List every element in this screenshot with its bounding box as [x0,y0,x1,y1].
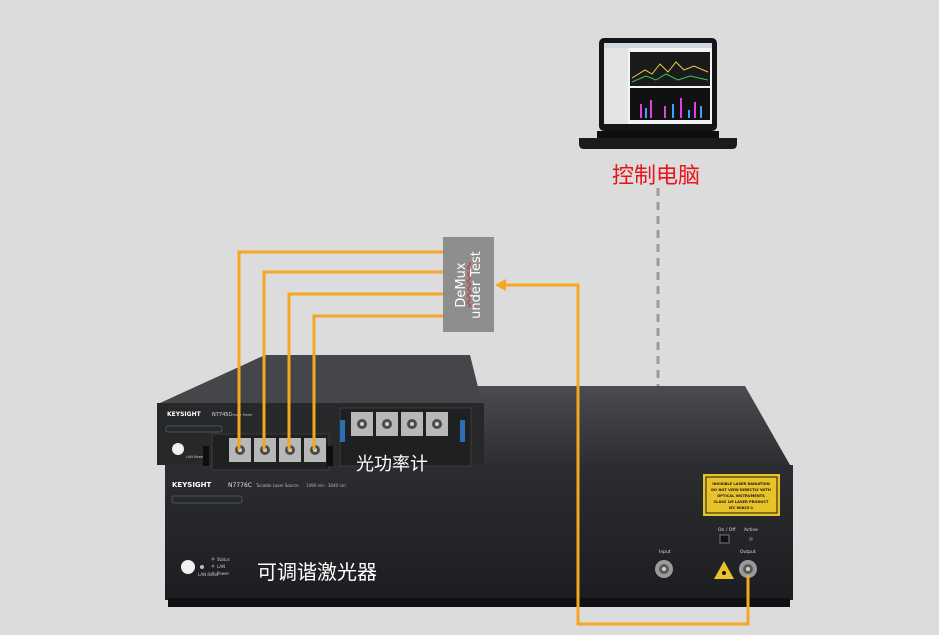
laser-status-line-0: Status [217,557,230,562]
pm-brand: KEYSIGHT [167,411,202,418]
pm-power-button[interactable] [172,443,184,455]
laser-warning-triangle [714,561,734,579]
arrow-to-dut [495,279,506,291]
power-meter-label: 光功率计 [356,454,428,475]
dut-label-line1: DeMux [453,261,469,308]
laser-status-line-2: Power [217,571,229,576]
pm-model-desc: Power Meter [231,413,253,417]
screen-plot-bottom [630,88,710,120]
warning-line-0: INVISIBLE LASER RADIATION [712,482,769,486]
pm-model: N7745C [212,412,232,418]
fiber-connections [237,250,750,626]
fiber-ch1 [237,250,443,450]
laser-warning-label [703,474,780,516]
laser-on-off-label: On / Off [718,527,736,533]
laser-lan-reset: LAN Reset [198,572,219,577]
fiber-ch2 [262,270,443,450]
laptop-label: 控制电脑 [612,164,701,189]
laser-power-button[interactable] [181,560,195,574]
warning-line-1: DO NOT VIEW DIRECTLY WITH [711,488,771,492]
warning-line-3: CLASS 1M LASER PRODUCT [714,500,769,504]
laser-output-label: Output [740,549,756,555]
laser-active-label: Active [744,527,758,533]
pm-ports-right [351,412,448,436]
laser-source-label: 可调谐激光器 [257,560,377,584]
pm-lan-reset: LAN Reset [186,455,205,459]
laser-status-line-1: LAN [217,564,225,569]
fiber-ch4 [312,314,443,450]
warning-line-2: OPTICAL INSTRUMENTS [717,494,765,498]
fiber-laser-to-dut [504,283,750,626]
laser-brand: KEYSIGHT [172,481,212,489]
fiber-ch3 [287,292,443,450]
laser-on-off-switch[interactable] [719,534,730,544]
laser-front-panel [165,465,793,600]
laptop [579,38,737,149]
dut-box: DeMux under Test [443,237,494,332]
dut-label: DeMux under Test [454,230,484,340]
laser-model: N7776C [228,482,252,489]
laptop-base [579,138,737,149]
warning-line-4: IEC 60825-1 [729,506,754,510]
laser-range: 1490 nm - 1640 nm [306,483,346,488]
laser-input-label: Input [659,549,671,555]
power-meter: KEYSIGHT N7745C Power Meter LAN Reset [157,355,484,471]
dut-label-line2: under Test [468,250,484,319]
laser-model-desc: Tunable Laser Source [255,483,299,488]
pm-top-surface [160,355,482,403]
